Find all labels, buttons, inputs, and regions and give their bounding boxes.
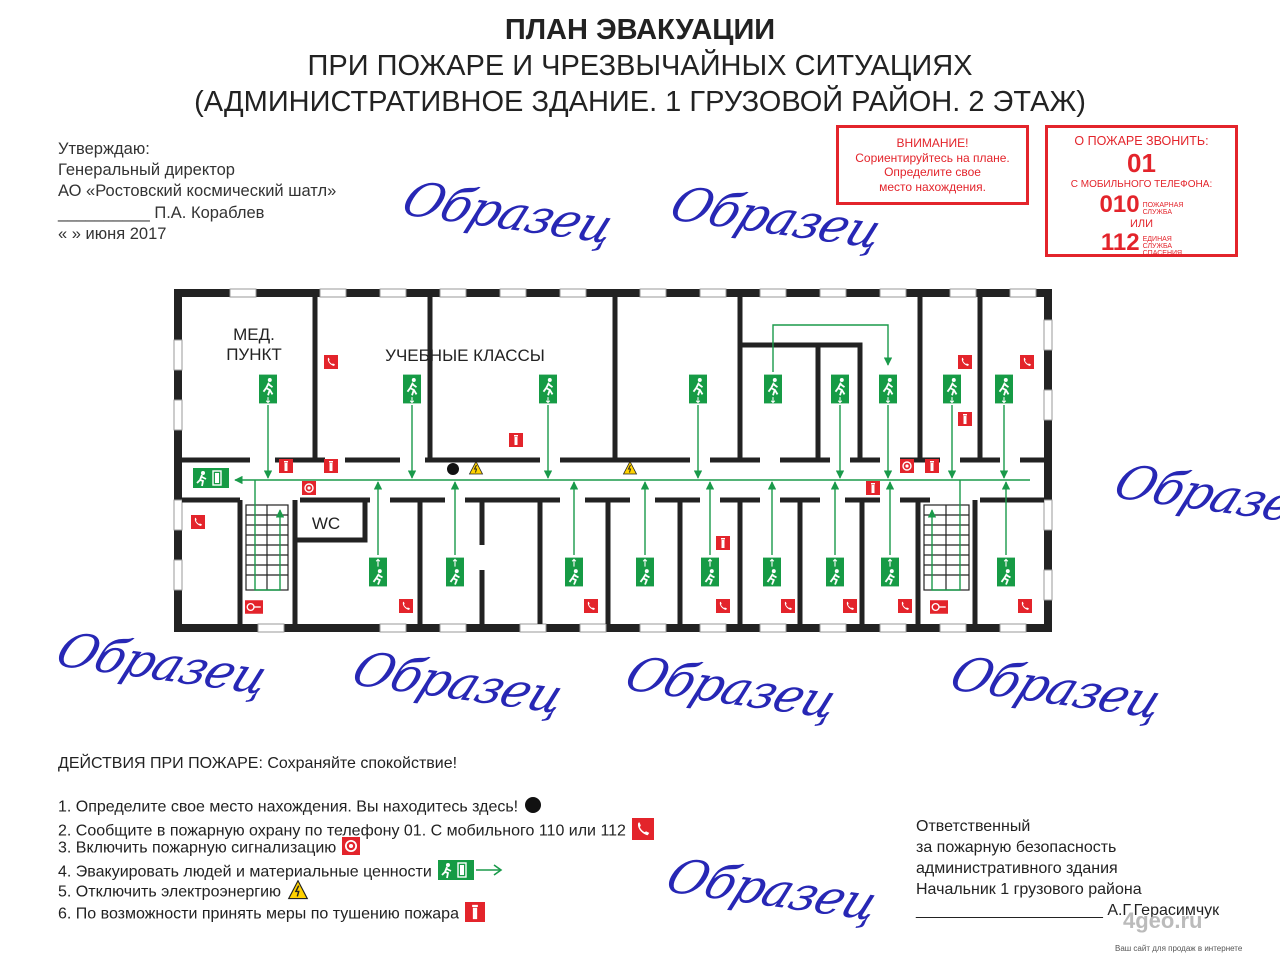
responsible-line-4: Начальник 1 грузового района xyxy=(916,881,1142,898)
action-item-3: 3. Включить пожарную сигнализацию xyxy=(58,837,361,860)
phone-note-3a: ЕДИНАЯ xyxy=(1142,236,1172,244)
action-text-6: 6. По возможности принять меры по тушени… xyxy=(58,905,459,923)
phone-line-2: С МОБИЛЬНОГО ТЕЛЕФОНА: xyxy=(1070,179,1213,190)
approval-line-1: Утверждаю: xyxy=(58,140,150,158)
phone-note-3b: СЛУЖБА xyxy=(1142,243,1173,251)
attention-box: ВНИМАНИЕ! Сориентируйтесь на плане. Опре… xyxy=(836,125,1029,205)
attention-line-2: Сориентируйтесь на плане. xyxy=(855,150,1010,165)
phone-number-112: 112 xyxy=(1100,229,1140,256)
action-text-1: 1. Определите свое место нахождения. Вы … xyxy=(58,798,519,816)
actions-header: ДЕЙСТВИЯ ПРИ ПОЖАРЕ: Сохраняйте спокойст… xyxy=(58,755,458,772)
phone-number-010: 010 xyxy=(1099,191,1140,218)
room-label-classes: УЧЕБНЫЕ КЛАССЫ xyxy=(385,346,545,365)
action-item-6: 6. По возможности принять меры по тушени… xyxy=(58,902,485,927)
plan-building: (АДМИНИСТРАТИВНОЕ ЗДАНИЕ. 1 ГРУЗОВОЙ РАЙ… xyxy=(194,86,1086,118)
phone-icon xyxy=(631,818,654,845)
extinguisher-icon xyxy=(464,902,485,927)
phone-line-1: О ПОЖАРЕ ЗВОНИТЬ: xyxy=(1074,134,1209,148)
phone-or: ИЛИ xyxy=(1129,218,1154,230)
action-text-4: 4. Эвакуировать людей и материальные цен… xyxy=(58,863,432,881)
action-text-2: 2. Сообщите в пожарную охрану по телефон… xyxy=(58,822,626,840)
alarm-icon xyxy=(342,837,361,860)
room-label-med: МЕД. xyxy=(233,325,275,344)
action-item-1: 1. Определите свое место нахождения. Вы … xyxy=(58,796,542,819)
approval-line-2: Генеральный директор xyxy=(58,161,235,179)
action-item-5: 5. Отключить электроэнергию xyxy=(58,880,309,905)
attention-line-3: Определите свое xyxy=(884,165,981,179)
site-note: Ваш сайт для продаж в интернете xyxy=(1115,944,1243,953)
you-are-here-marker xyxy=(447,463,459,475)
approval-line-3: АО «Ростовский космический шатл» xyxy=(58,182,337,200)
emergency-phone-box: О ПОЖАРЕ ЗВОНИТЬ: 01 С МОБИЛЬНОГО ТЕЛЕФО… xyxy=(1045,125,1238,257)
plan-title: ПЛАН ЭВАКУАЦИИ xyxy=(504,14,776,46)
responsible-line-2: за пожарную безопасность xyxy=(916,839,1117,856)
responsible-line-3: административного здания xyxy=(916,860,1118,877)
action-text-5: 5. Отключить электроэнергию xyxy=(58,883,282,901)
action-text-3: 3. Включить пожарную сигнализацию xyxy=(58,839,337,857)
room-label-med-2: ПУНКТ xyxy=(226,345,282,364)
phone-note-2a: ПОЖАРНАЯ xyxy=(1142,201,1184,209)
action-item-4: 4. Эвакуировать людей и материальные цен… xyxy=(58,860,504,885)
exit-route-icon xyxy=(437,860,504,885)
plan-subtitle: ПРИ ПОЖАРЕ И ЧРЕЗВЫЧАЙНЫХ СИТУАЦИЯХ xyxy=(307,50,973,82)
room-label-wc: WC xyxy=(312,514,340,533)
phone-note-3c: СПАСЕНИЯ xyxy=(1142,250,1183,258)
approval-line-5: « » июня 2017 xyxy=(58,225,167,243)
attention-line-1: ВНИМАНИЕ! xyxy=(896,136,969,150)
phone-note-2b: СЛУЖБА xyxy=(1142,208,1172,216)
approval-line-4: __________ П.А. Кораблев xyxy=(58,204,265,222)
you-are-here-icon xyxy=(524,796,542,819)
responsible-line-5: _____________________ А.Г.Герасимчук xyxy=(916,902,1220,919)
responsible-line-1: Ответственный xyxy=(916,818,1031,835)
phone-number-01: 01 xyxy=(1127,148,1156,178)
attention-line-4: место нахождения. xyxy=(879,179,986,194)
action-item-2: 2. Сообщите в пожарную охрану по телефон… xyxy=(58,818,654,845)
site-logo: 4geo.ru xyxy=(1123,908,1203,933)
